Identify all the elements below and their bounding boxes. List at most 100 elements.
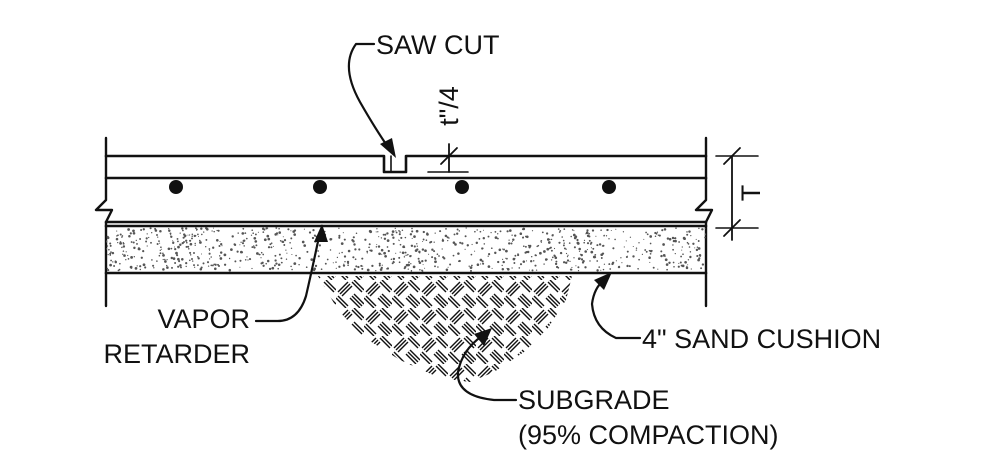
sand-grain: [514, 234, 517, 237]
sand-grain: [278, 227, 280, 230]
sand-grain: [341, 251, 343, 254]
sand-grain: [172, 257, 176, 260]
sand-grain: [375, 231, 377, 233]
sand-grain: [185, 241, 188, 244]
rebar-dot-icon: [602, 180, 616, 194]
sand-grain: [530, 260, 533, 263]
sand-grain: [179, 243, 182, 247]
sand-grain: [285, 258, 288, 260]
sand-grain: [421, 248, 425, 251]
sand-grain: [491, 267, 493, 269]
sand-grain: [263, 228, 266, 231]
sand-grain: [149, 227, 152, 230]
sand-grain: [197, 235, 200, 237]
sand-grain: [193, 264, 195, 267]
sand-grain: [353, 268, 357, 271]
sand-grain: [239, 259, 242, 262]
sand-grain: [159, 249, 162, 252]
sand-grain: [338, 234, 341, 237]
sand-grain: [589, 260, 591, 262]
sand-grain: [545, 232, 549, 235]
sand-grain: [189, 239, 192, 242]
sand-grain: [657, 268, 659, 270]
sand-grain: [189, 251, 192, 254]
sand-grain: [571, 266, 573, 269]
sand-grain: [697, 240, 700, 242]
sand-grain: [340, 242, 344, 245]
sand-grain: [586, 229, 589, 232]
sand-grain: [206, 228, 209, 231]
sand-grain: [106, 247, 108, 250]
sand-grain: [277, 263, 281, 266]
sand-grain: [251, 267, 253, 270]
sand-grain: [649, 252, 652, 255]
sand-grain: [239, 244, 241, 246]
sand-grain: [312, 228, 315, 232]
sand-grain: [674, 252, 676, 255]
sand-grain: [117, 234, 119, 237]
sand-grain: [219, 251, 223, 254]
sand-grain: [512, 238, 515, 241]
sand-grain: [422, 238, 425, 241]
sand-grain: [221, 245, 223, 247]
sand-grain: [174, 262, 177, 264]
sand-grain: [695, 238, 697, 240]
sand-grain: [586, 242, 590, 245]
sand-grain: [182, 236, 185, 239]
sand-grain: [442, 239, 445, 242]
sand-grain: [262, 231, 265, 233]
sand-grain: [481, 247, 484, 250]
sand-grain: [566, 256, 569, 258]
sand-grain: [166, 259, 168, 261]
sand-grain: [494, 251, 497, 255]
sand-grain: [442, 256, 445, 259]
sand-grain: [253, 246, 256, 249]
sand-grain: [110, 251, 112, 253]
sand-grain: [203, 231, 205, 233]
sand-grain: [400, 236, 403, 239]
sand-grain: [562, 239, 565, 242]
saw-cut-callout: SAW CUT: [347, 30, 500, 158]
sand-grain: [391, 262, 394, 265]
sand-grain: [637, 267, 639, 270]
sand-grain: [547, 241, 551, 244]
sand-grain: [436, 253, 439, 255]
sand-grain: [593, 255, 597, 259]
sand-grain: [531, 230, 534, 232]
sand-grain: [383, 237, 387, 240]
sand-grain: [162, 268, 165, 271]
sand-grain: [338, 236, 341, 239]
sand-grain: [648, 256, 651, 259]
sand-grain: [516, 253, 520, 257]
sand-grain: [408, 261, 410, 264]
sand-grain: [185, 265, 187, 268]
sand-grain: [567, 254, 569, 256]
sand-grain: [502, 248, 504, 250]
sand-grain: [662, 254, 666, 257]
sand-grain: [243, 245, 245, 247]
sand-grain: [677, 265, 680, 268]
sand-grain: [136, 265, 138, 267]
sand-grain: [193, 234, 197, 238]
sand-grain: [474, 250, 476, 252]
sand-grain: [266, 234, 270, 238]
sand-grain: [202, 262, 205, 265]
sand-grain: [445, 228, 447, 230]
sand-grain: [293, 262, 297, 265]
sand-grain: [110, 259, 113, 262]
sand-grain: [628, 265, 631, 268]
sand-grain: [268, 267, 272, 271]
vapor-retarder-label-line1: VAPOR: [157, 304, 250, 334]
sand-grain: [240, 241, 242, 243]
sand-grain: [413, 245, 416, 248]
sand-grain: [368, 229, 372, 233]
sand-grain: [410, 244, 414, 248]
sand-grain: [132, 231, 136, 235]
sand-grain: [150, 241, 152, 244]
sand-grain: [310, 258, 314, 261]
sand-grain: [121, 246, 123, 249]
sand-grain: [439, 230, 442, 233]
sand-grain: [553, 247, 556, 250]
sand-grain: [311, 236, 315, 240]
sand-grain: [357, 265, 360, 269]
